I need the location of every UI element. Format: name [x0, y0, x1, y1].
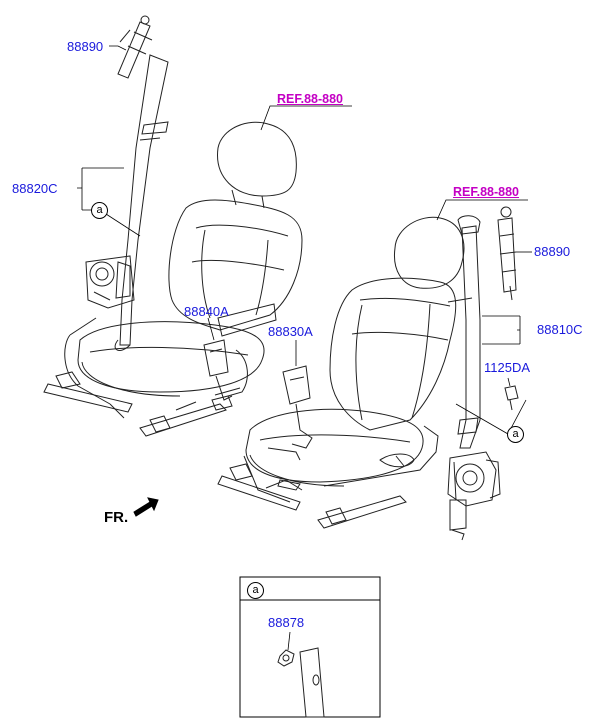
front-arrow-icon: [133, 497, 159, 517]
label-88820c: 88820C: [12, 181, 58, 196]
right-seat-drawing: [217, 216, 465, 529]
leader-lines: [77, 45, 532, 435]
label-front: FR.: [104, 509, 129, 526]
left-retractor-drawing: [85, 255, 135, 309]
label-88890-right: 88890: [534, 244, 571, 259]
label-88890-left: 88890: [67, 39, 104, 54]
right-retractor-drawing: [447, 451, 501, 507]
callout-a-right: a: [507, 426, 524, 443]
left-seatbelt-webbing: [114, 54, 169, 351]
label-88830a: 88830A: [268, 324, 313, 339]
right-height-adjuster-drawing: [497, 206, 517, 301]
right-seatbelt-webbing: [447, 215, 481, 541]
callout-a-left: a: [91, 202, 108, 219]
label-ref-left: REF.88-880: [277, 92, 344, 106]
detail-a-box: [239, 576, 381, 718]
label-88878: 88878: [268, 615, 305, 630]
label-88840a: 88840A: [184, 304, 229, 319]
bolt-drawing: [504, 385, 519, 411]
label-1125da: 1125DA: [484, 360, 531, 375]
left-height-adjuster-drawing: [117, 15, 153, 79]
detail-header-a: a: [247, 582, 264, 599]
left-seat-drawing: [43, 121, 303, 437]
label-88810c: 88810C: [537, 322, 583, 337]
label-ref-right: REF.88-880: [453, 185, 520, 199]
